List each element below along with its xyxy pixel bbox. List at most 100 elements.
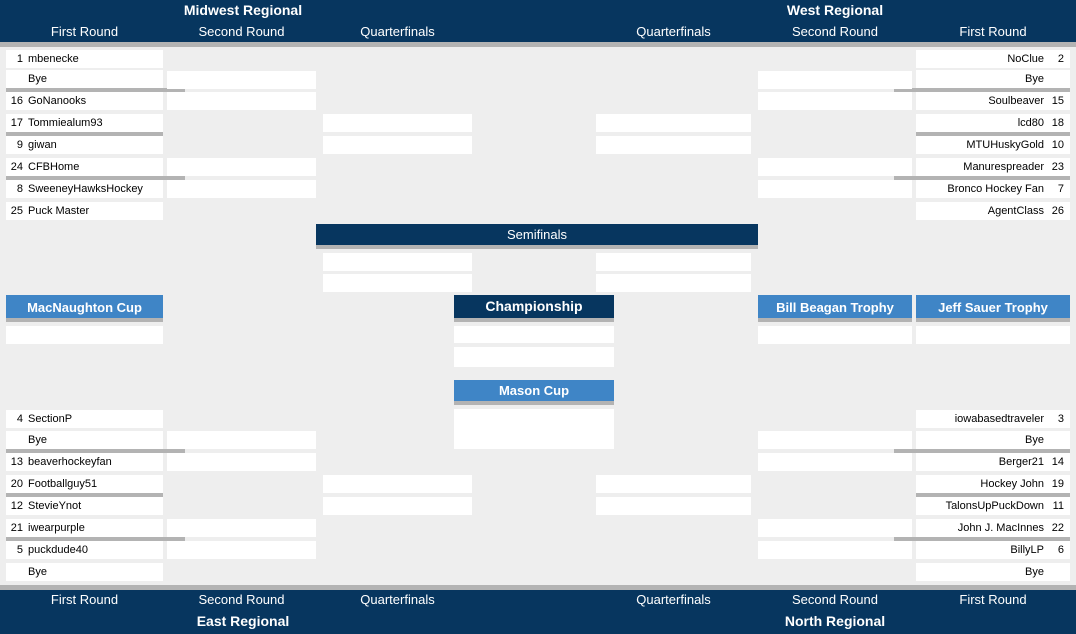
bill-beagan-trophy-header	[758, 295, 912, 318]
second-round-slot[interactable]	[758, 92, 912, 110]
semifinals-divider	[316, 245, 758, 249]
semifinals-title: Semifinals	[507, 227, 567, 242]
team-name: Hockey John	[980, 478, 1044, 490]
second-round-slot[interactable]	[167, 71, 316, 89]
second-round-slot[interactable]	[167, 158, 316, 176]
quarterfinal-slot[interactable]	[323, 136, 472, 154]
second-round-slot[interactable]	[167, 431, 316, 449]
seed: 6	[1057, 544, 1064, 556]
bracket-divider	[894, 88, 1070, 92]
team-slot[interactable]: Bye	[916, 563, 1070, 581]
second-round-slot[interactable]	[758, 453, 912, 471]
team-name: mbenecke	[28, 53, 79, 65]
semifinal-slot[interactable]	[323, 274, 472, 292]
team-slot[interactable]: Bye	[6, 431, 163, 449]
second-round-slot[interactable]	[758, 431, 912, 449]
col-first-round: First Round	[959, 592, 1027, 607]
bill-beagan-trophy-slot[interactable]	[758, 326, 912, 344]
top-header-divider	[0, 42, 1076, 47]
team-name: iowabasedtraveler	[954, 413, 1044, 425]
second-round-slot[interactable]	[167, 541, 316, 559]
jeff-sauer-trophy-slot[interactable]	[916, 326, 1070, 344]
second-round-slot[interactable]	[758, 180, 912, 198]
quarterfinal-slot[interactable]	[323, 497, 472, 515]
second-round-slot[interactable]	[758, 71, 912, 89]
quarterfinal-slot[interactable]	[323, 475, 472, 493]
mason-cup-slot[interactable]	[454, 409, 614, 449]
jeff-sauer-trophy-title: Jeff Sauer Trophy	[938, 300, 1048, 315]
second-round-slot[interactable]	[167, 519, 316, 537]
col-quarterfinals: Quarterfinals	[360, 592, 435, 607]
championship-slot[interactable]	[454, 326, 614, 343]
team-name: lcd80	[1017, 117, 1044, 129]
second-round-slot[interactable]	[167, 180, 316, 198]
west-regional-title: West Regional	[786, 2, 884, 18]
midwest-regional-title: Midwest Regional	[183, 2, 303, 18]
championship-header	[454, 295, 614, 318]
championship-slot[interactable]	[454, 347, 614, 367]
macnaughton-cup-title: MacNaughton Cup	[27, 300, 142, 315]
bill-beagan-trophy-title: Bill Beagan Trophy	[776, 300, 894, 315]
quarterfinal-slot[interactable]	[596, 497, 751, 515]
team-name: AgentClass	[987, 205, 1044, 217]
macnaughton-cup-slot[interactable]	[6, 326, 163, 344]
quarterfinal-slot[interactable]	[596, 475, 751, 493]
mason-cup-header	[454, 380, 614, 401]
second-round-slot[interactable]	[758, 158, 912, 176]
second-round-slot[interactable]	[167, 453, 316, 471]
quarterfinal-slot[interactable]	[323, 114, 472, 132]
semifinal-slot[interactable]	[323, 253, 472, 271]
seed: 11	[1052, 500, 1064, 512]
second-round-slot[interactable]	[758, 519, 912, 537]
team-name: Footballguy51	[28, 478, 98, 490]
semifinal-slot[interactable]	[596, 274, 751, 292]
macnaughton-cup-header	[6, 295, 163, 318]
team-name: Puck Master	[28, 205, 90, 217]
trophy-divider	[758, 318, 912, 322]
seed: 22	[1051, 522, 1064, 534]
seed: 4	[16, 413, 23, 425]
col-quarterfinals: Quarterfinals	[360, 24, 435, 39]
semifinal-slot[interactable]	[596, 253, 751, 271]
team-slot[interactable]: Bye	[6, 70, 163, 88]
team-slot[interactable]: Bye	[916, 431, 1070, 449]
team-slot[interactable]: iowabasedtraveler 3	[916, 410, 1070, 428]
semifinals-header	[316, 224, 758, 245]
team-slot[interactable]: Bye	[6, 563, 163, 581]
col-first-round: First Round	[50, 24, 119, 39]
seed: 3	[1057, 413, 1064, 425]
quarterfinal-slot[interactable]	[596, 136, 751, 154]
second-round-slot[interactable]	[758, 541, 912, 559]
team-slot[interactable]: Bye	[916, 70, 1070, 88]
second-round-slot[interactable]	[167, 92, 316, 110]
quarterfinal-slot[interactable]	[596, 114, 751, 132]
bracket-divider	[6, 88, 185, 92]
col-quarterfinals: Quarterfinals	[636, 592, 711, 607]
col-quarterfinals: Quarterfinals	[636, 24, 711, 39]
